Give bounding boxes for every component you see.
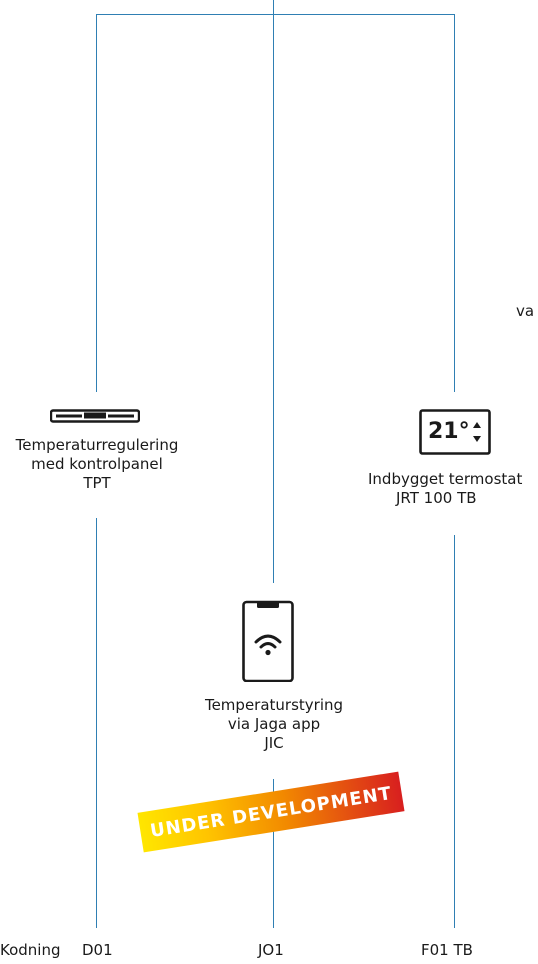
thermostat-display-icon: 21° — [419, 409, 491, 455]
thermostat-temperature: 21° — [428, 419, 470, 444]
smartphone-wifi-icon — [242, 600, 294, 682]
option-f01tb-label: Indbygget termostat JRT 100 TB — [368, 470, 523, 507]
top-bracket-line — [96, 14, 455, 392]
partial-text: va — [516, 302, 535, 320]
option-jo1-label: Temperaturstyring via Jaga app JIC — [204, 696, 344, 752]
option-d01-label: Temperaturregulering med kontrolpanel TP… — [15, 436, 179, 492]
code-jo1: JO1 — [258, 941, 284, 959]
code-d01: D01 — [82, 941, 113, 959]
coding-label: Kodning — [0, 941, 61, 959]
control-panel-icon — [50, 409, 140, 423]
code-f01tb: F01 TB — [421, 941, 473, 959]
